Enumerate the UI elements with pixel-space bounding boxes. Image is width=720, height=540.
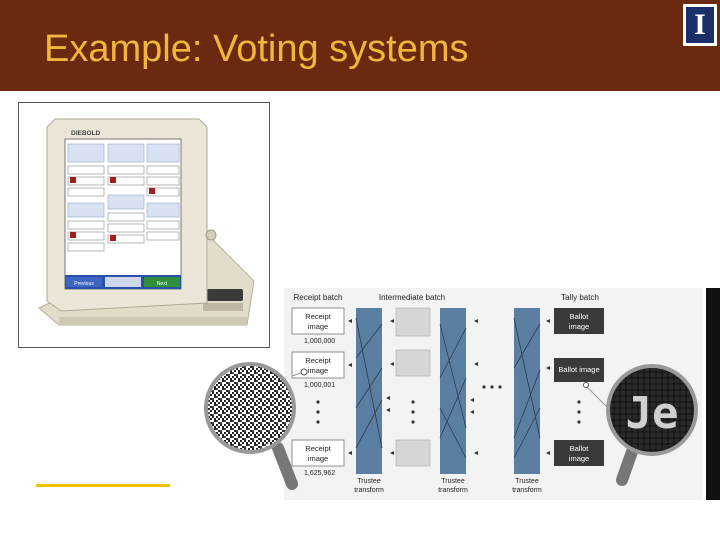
receipt-batch-header: Receipt batch bbox=[294, 293, 343, 302]
svg-text:image: image bbox=[308, 322, 328, 331]
accent-line bbox=[36, 484, 170, 487]
brand-label: DIEBOLD bbox=[71, 130, 101, 137]
trustee-label-1: Trustee bbox=[357, 478, 381, 485]
receipt-box-1: Receipt image 1,000,000 bbox=[291, 307, 345, 345]
university-logo: I bbox=[683, 4, 717, 46]
mixnet-diagram-svg: Receipt batch Intermediate batch Tally b… bbox=[204, 288, 720, 500]
voting-machine-image: Previous Next DIEBOLD bbox=[38, 118, 255, 326]
svg-text:transform: transform bbox=[512, 487, 542, 494]
svg-text:Receipt: Receipt bbox=[305, 444, 331, 453]
next-button-label: Next bbox=[157, 281, 168, 287]
svg-text:image: image bbox=[569, 454, 589, 463]
trustee-label-2: Trustee bbox=[441, 478, 465, 485]
logo-block-i-icon: I bbox=[686, 7, 714, 43]
previous-button-label: Previous bbox=[74, 281, 94, 287]
svg-text:image: image bbox=[308, 366, 328, 375]
magnifier-noise-icon bbox=[204, 362, 308, 490]
svg-text:image: image bbox=[308, 454, 328, 463]
svg-text:transform: transform bbox=[438, 487, 468, 494]
magnifier-grid-icon: Je bbox=[583, 364, 698, 486]
intermediate-batch-header: Intermediate batch bbox=[379, 293, 445, 302]
tally-batch-header: Tally batch bbox=[561, 293, 599, 302]
receipt-number-2: 1,000,001 bbox=[304, 382, 335, 389]
receipt-number-1: 1,000,000 bbox=[304, 338, 335, 345]
magnifier-text: Je bbox=[626, 388, 679, 439]
receipt-number-3: 1,625,962 bbox=[304, 470, 335, 477]
svg-text:image: image bbox=[569, 322, 589, 331]
mixnet-diagram: Receipt batch Intermediate batch Tally b… bbox=[200, 288, 720, 502]
slide-header: Example: Voting systems I bbox=[0, 0, 720, 91]
svg-text:Receipt: Receipt bbox=[305, 312, 331, 321]
slide-title: Example: Voting systems bbox=[44, 28, 469, 70]
trustee-label-3: Trustee bbox=[515, 478, 539, 485]
ballot-box-2: Ballot image bbox=[554, 358, 604, 382]
receipt-box-2: Receipt image 1,000,001 bbox=[291, 351, 345, 389]
svg-text:Ballot image: Ballot image bbox=[558, 365, 599, 374]
svg-text:Ballot: Ballot bbox=[570, 312, 590, 321]
receipt-box-3: Receipt image 1,625,962 bbox=[291, 439, 345, 477]
svg-text:Ballot: Ballot bbox=[570, 444, 590, 453]
trustee-transform-bars bbox=[356, 308, 540, 474]
svg-text:Receipt: Receipt bbox=[305, 356, 331, 365]
intermediate-boxes bbox=[395, 307, 431, 467]
voting-machine-photo: Previous Next DIEBOLD bbox=[18, 102, 270, 348]
svg-text:transform: transform bbox=[354, 487, 384, 494]
ballot-box-1: Ballot image bbox=[554, 308, 604, 334]
ballot-box-3: Ballot image bbox=[554, 440, 604, 466]
